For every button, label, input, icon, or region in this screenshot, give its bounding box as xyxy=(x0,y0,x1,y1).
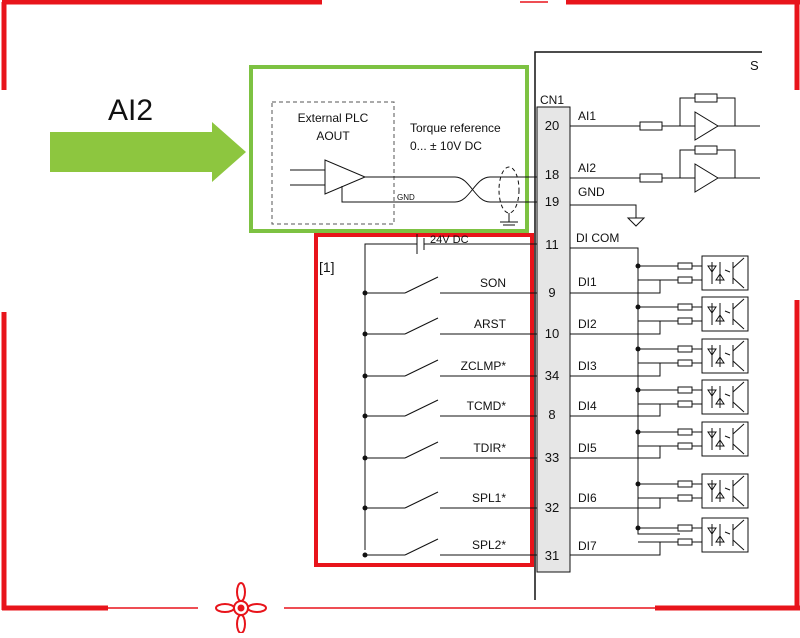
switch-label-p9: SON xyxy=(480,276,506,290)
optocoupler-di1 xyxy=(635,255,749,291)
signal-dicom: DI COM xyxy=(576,231,619,245)
switch-label-p31: SPL2* xyxy=(472,538,506,552)
junction-dot xyxy=(362,373,368,379)
switch-label-p32: SPL1* xyxy=(472,491,506,505)
optocoupler-inputs xyxy=(570,255,749,556)
optocoupler-di7 xyxy=(635,517,749,553)
propeller-icon xyxy=(215,582,267,634)
note-reference: [1] xyxy=(319,259,335,275)
connector-cn1 xyxy=(536,106,571,573)
junction-dot xyxy=(362,505,368,511)
torque-range-label: 0... ± 10V DC xyxy=(410,139,482,153)
pin-31: 31 xyxy=(545,548,559,563)
switch-p8: TCMD* xyxy=(362,399,537,419)
switch-label-p34: ZCLMP* xyxy=(461,359,507,373)
di-wire-3 xyxy=(570,362,678,377)
plc-output-circuit xyxy=(290,159,537,226)
red-frame xyxy=(1,0,800,611)
signal-di6: DI6 xyxy=(578,491,597,505)
switch-p34: ZCLMP* xyxy=(362,359,537,379)
signal-ai2: AI2 xyxy=(578,161,596,175)
external-plc-highlight xyxy=(249,65,529,233)
switch-p31: SPL2* xyxy=(362,538,537,558)
pin-8: 8 xyxy=(548,407,555,422)
servo-drive-outline xyxy=(534,51,762,600)
torque-label: Torque reference xyxy=(410,121,501,135)
di-wire-1 xyxy=(570,279,678,294)
green-arrow-icon xyxy=(50,122,246,182)
ai2-title: AI2 xyxy=(108,94,153,127)
switch-bus xyxy=(364,234,537,550)
di-wire-2 xyxy=(570,320,678,335)
plc-label: External PLC xyxy=(298,111,369,125)
plc-gnd-label: GND xyxy=(397,193,415,202)
signal-di3: DI3 xyxy=(578,359,597,373)
pin-10: 10 xyxy=(545,326,559,341)
drive-edge-letter: S xyxy=(750,58,759,73)
signal-names: AI1 AI2 GND DI COM DI1 DI2 DI3 DI4 DI5 D… xyxy=(576,109,619,553)
pin-33: 33 xyxy=(545,450,559,465)
switch-p9: SON xyxy=(362,276,537,296)
pin-34: 34 xyxy=(545,368,559,383)
signal-di4: DI4 xyxy=(578,399,597,413)
junction-dot xyxy=(362,331,368,337)
pin-20: 20 xyxy=(545,118,559,133)
signal-di5: DI5 xyxy=(578,441,597,455)
optocoupler-di2 xyxy=(635,296,749,332)
signal-gnd: GND xyxy=(578,185,605,199)
optocoupler-di3 xyxy=(635,338,749,374)
pin-19: 19 xyxy=(545,194,559,209)
di-wire-4 xyxy=(570,403,678,417)
junction-dot xyxy=(362,290,368,296)
pin-32: 32 xyxy=(545,500,559,515)
pin-numbers: 20 18 19 11 9 10 34 8 33 32 31 xyxy=(545,118,559,563)
switch-p33: TDIR* xyxy=(362,441,537,461)
di-wire-5 xyxy=(570,445,678,459)
switch-label-p10: ARST xyxy=(474,317,507,331)
signal-ai1: AI1 xyxy=(578,109,596,123)
connector-name: CN1 xyxy=(540,93,564,107)
optocoupler-di5 xyxy=(635,421,749,457)
switch-label-p8: TCMD* xyxy=(467,399,507,413)
signal-di1: DI1 xyxy=(578,275,597,289)
plc-dashed-box xyxy=(271,101,395,225)
junction-dot xyxy=(362,552,368,558)
di-wire-6 xyxy=(570,497,678,509)
signal-di2: DI2 xyxy=(578,317,597,331)
optocoupler-di6 xyxy=(635,473,749,509)
pin-18: 18 xyxy=(545,167,559,182)
pin-11: 11 xyxy=(545,237,559,252)
plc-aout-label: AOUT xyxy=(316,129,350,143)
switch-label-p33: TDIR* xyxy=(473,441,506,455)
di-wire-7 xyxy=(570,541,678,556)
digital-input-highlight xyxy=(314,233,534,567)
switch-rows: SON ARST ZCLMP* TCMD* TDIR* SPL1* SPL2* xyxy=(362,276,537,558)
junction-dot xyxy=(362,455,368,461)
switch-p10: ARST xyxy=(362,317,537,337)
signal-di7: DI7 xyxy=(578,539,597,553)
switch-p32: SPL1* xyxy=(362,491,537,511)
pin-9: 9 xyxy=(548,285,555,300)
optocoupler-di4 xyxy=(635,379,749,415)
red-frame-thin xyxy=(108,1,655,609)
junction-dot xyxy=(362,413,368,419)
supply-label-partial: 24V DC xyxy=(430,234,469,246)
